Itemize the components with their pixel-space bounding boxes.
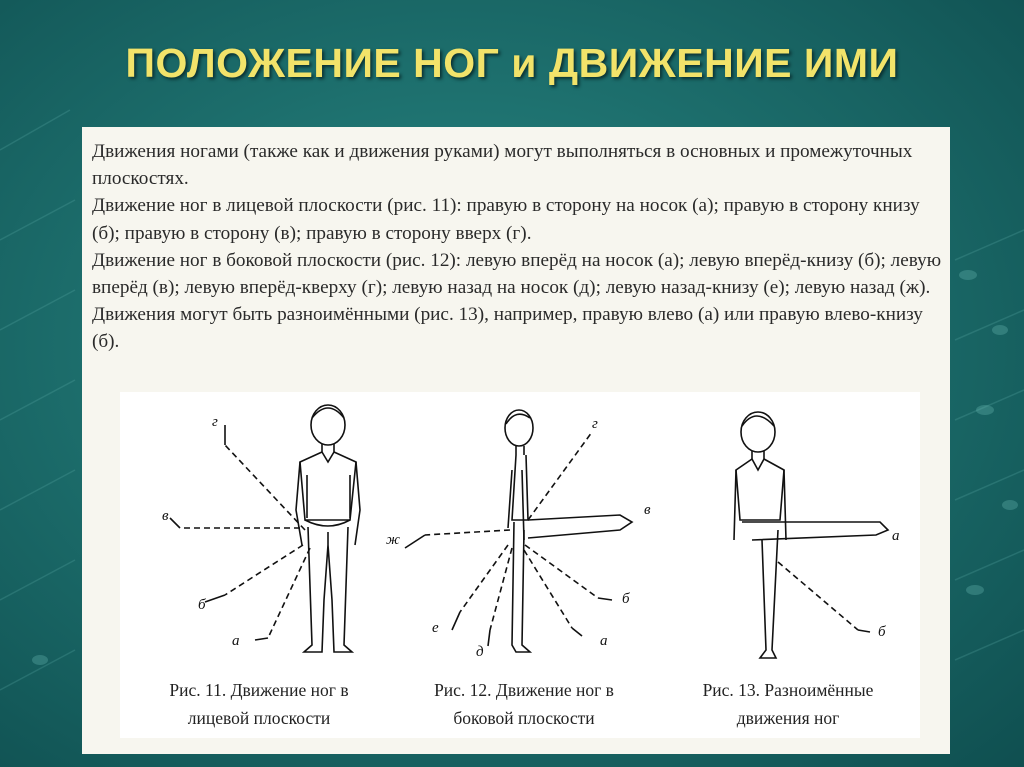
fig11-label-a: а [232, 633, 240, 649]
fig13-label-a: а [892, 528, 900, 544]
fig12-label-a: а [600, 633, 608, 649]
paragraph: Движения ногами (также как и движения ру… [92, 141, 913, 190]
figure-12-drawing [504, 409, 634, 653]
slide-title: ПОЛОЖЕНИЕ НОГ и ДВИЖЕНИЕ ИМИ [125, 40, 899, 86]
fig12-label-e: е [432, 620, 439, 636]
figure-12-caption: Рис. 12. Движение ног в боковой плоскост… [398, 676, 650, 732]
caption-line: Рис. 12. Движение ног в [434, 680, 614, 700]
caption-line: боковой плоскости [453, 708, 595, 728]
paragraph: Движение ног в боковой плоскости (рис. 1… [92, 249, 942, 299]
caption-line: Рис. 13. Разноимённые [702, 680, 874, 700]
caption-line: движения ног [736, 708, 840, 728]
fig12-label-zh: ж [386, 532, 400, 548]
body-text: Движения ногами (также как и движения ру… [92, 138, 942, 356]
figures-area [120, 392, 920, 738]
figure-12-lines [424, 431, 599, 631]
figure-11-lines [180, 444, 311, 639]
caption-line: Рис. 11. Движение ног в [169, 680, 349, 700]
figure-13-caption: Рис. 13. Разноимённые движения ног [668, 676, 908, 732]
fig11-label-g: г [212, 414, 218, 430]
paragraph: Движения могут быть разноимёнными (рис. … [92, 304, 923, 353]
figure-11-caption: Рис. 11. Движение ног в лицевой плоскост… [136, 676, 382, 732]
paragraph: Движение ног в лицевой плоскости (рис. 1… [92, 195, 920, 244]
fig12-label-g: г [592, 416, 598, 432]
fig12-label-v: в [644, 502, 651, 518]
figure-13-lines [777, 561, 859, 631]
figure-13-drawing [733, 411, 890, 659]
fig11-label-v: в [162, 508, 169, 524]
fig12-label-b: б [622, 591, 630, 607]
fig11-label-b: б [198, 597, 206, 613]
fig13-label-b: б [878, 624, 886, 640]
fig12-label-d: д [476, 644, 484, 660]
caption-line: лицевой плоскости [187, 708, 331, 728]
figure-11-drawing [295, 404, 361, 653]
